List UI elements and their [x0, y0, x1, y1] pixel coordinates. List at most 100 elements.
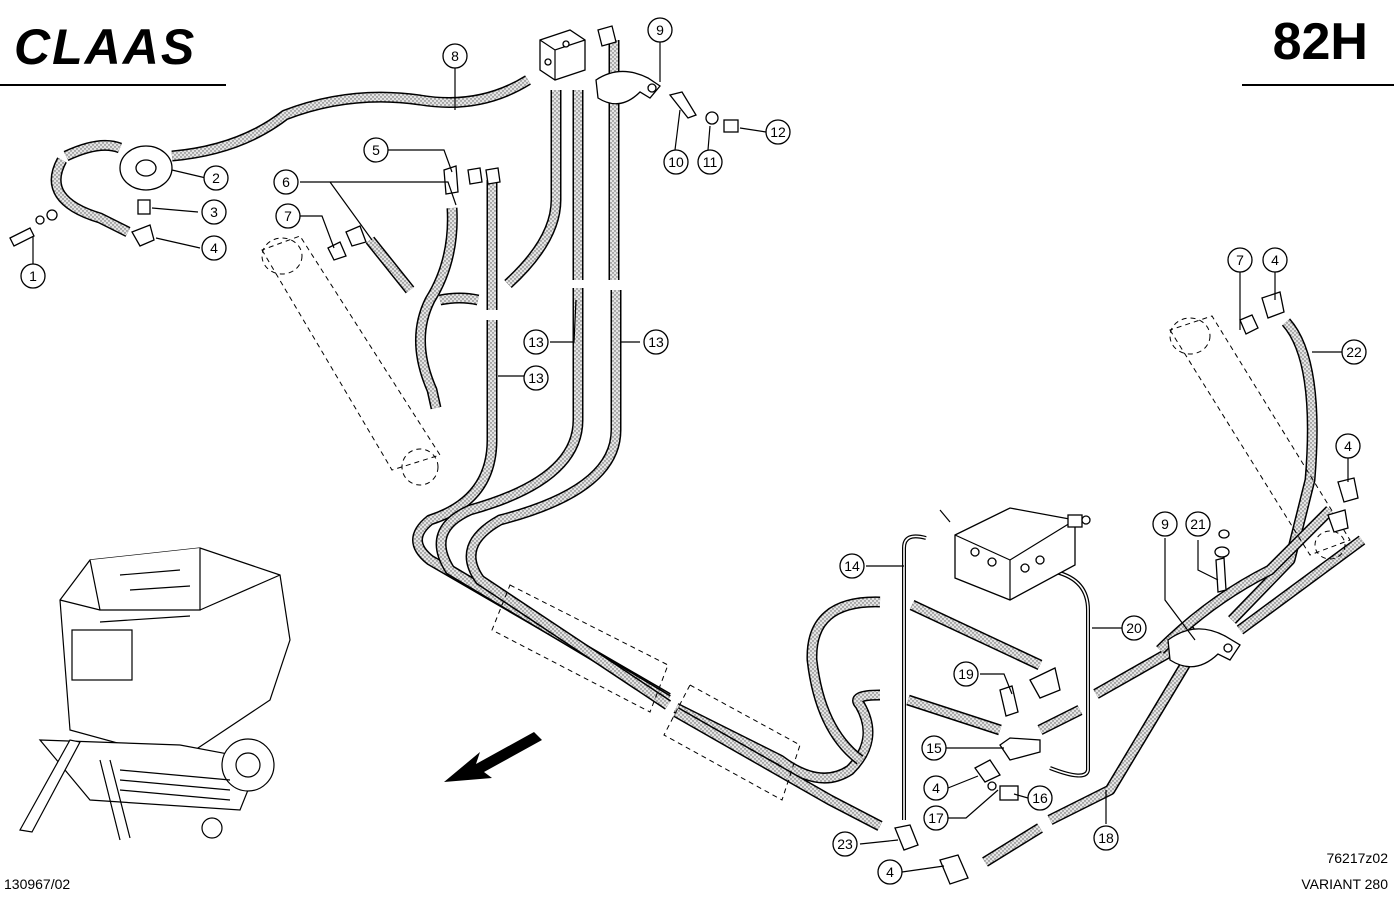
callout-number: 11 [703, 154, 718, 170]
callout-number: 3 [210, 204, 218, 220]
callout-circle [1093, 825, 1119, 851]
callout-number: 10 [668, 154, 684, 170]
hydraulic-hose [505, 90, 560, 287]
callout-circle [765, 119, 791, 145]
callout-4: 4 [923, 775, 949, 801]
callout-number: 12 [770, 124, 786, 140]
callout-circle [1262, 247, 1288, 273]
callout-10: 10 [663, 149, 689, 175]
callout-number: 9 [1161, 516, 1169, 532]
hydraulic-hose [416, 207, 457, 409]
callout-4: 4 [1262, 247, 1288, 273]
callout-circle [442, 43, 468, 69]
callout-4: 4 [201, 235, 227, 261]
hose-group [50, 40, 1366, 867]
callout-number: 7 [1236, 252, 1244, 268]
hydraulic-hose [1229, 319, 1317, 623]
flange-ring [119, 145, 173, 191]
phantom-cylinder-left [261, 235, 441, 486]
callout-circle [1341, 339, 1367, 365]
hydraulic-hose [1038, 706, 1082, 734]
callout-number: 4 [1271, 252, 1279, 268]
callout-9: 9 [647, 17, 673, 43]
callout-6: 6 [273, 169, 299, 195]
callout-17: 17 [923, 805, 949, 831]
callout-number: 7 [284, 208, 292, 224]
hydraulic-hose [906, 696, 1002, 734]
callout-circle [697, 149, 723, 175]
callout-circle [1027, 785, 1053, 811]
callout-number: 8 [451, 48, 459, 64]
phantom-cylinder-right [1169, 315, 1351, 560]
callout-22: 22 [1341, 339, 1367, 365]
hydraulic-hose [467, 290, 671, 709]
callout-number: 22 [1346, 344, 1362, 360]
callout-number: 4 [210, 240, 218, 256]
callout-11: 11 [697, 149, 723, 175]
callout-number: 16 [1032, 790, 1048, 806]
callout-circle [923, 775, 949, 801]
callout-circle [203, 165, 229, 191]
callout-number: 21 [1190, 516, 1206, 532]
callout-16: 16 [1027, 785, 1053, 811]
claas-logo: CLAAS [14, 19, 197, 75]
hydraulic-hose [910, 601, 1042, 669]
callout-number: 13 [648, 334, 664, 350]
phantom-hose-guide [491, 584, 801, 801]
rigid-pipe [1049, 571, 1089, 777]
callout-number: 9 [656, 22, 664, 38]
hydraulic-hose [439, 294, 479, 304]
hydraulic-hose [1094, 648, 1172, 698]
callout-number: 5 [372, 142, 380, 158]
callout-circle [275, 203, 301, 229]
control-valve-block [939, 507, 1091, 601]
callout-13: 13 [523, 365, 549, 391]
drawing-number: 76217z02 [1326, 850, 1388, 866]
callout-circle [839, 553, 865, 579]
rigid-pipe [902, 534, 927, 820]
callout-circle [1152, 511, 1178, 537]
callout-circle [921, 735, 947, 761]
hydraulic-hose [171, 76, 531, 160]
callout-20: 20 [1121, 615, 1147, 641]
small-hardware [9, 25, 1359, 885]
callout-circle [523, 365, 549, 391]
callout-circle [363, 137, 389, 163]
callout-5: 5 [363, 137, 389, 163]
hydraulic-hose [674, 691, 881, 782]
callout-7: 7 [275, 203, 301, 229]
callout-2: 2 [203, 165, 229, 191]
callout-circle [1185, 511, 1211, 537]
callout-number: 17 [928, 810, 944, 826]
callout-number: 4 [886, 864, 894, 880]
callout-circle [273, 169, 299, 195]
callout-number: 4 [1344, 438, 1352, 454]
callout-number: 4 [932, 780, 940, 796]
hydraulic-hose [366, 237, 414, 293]
callout-circle [201, 199, 227, 225]
hose-clamp-top [595, 70, 661, 105]
small-valve-block [539, 29, 586, 81]
callout-18: 18 [1093, 825, 1119, 851]
hydraulic-hose [52, 158, 130, 236]
callout-13: 13 [523, 329, 549, 355]
callout-circle [1121, 615, 1147, 641]
header-rule-right [1242, 84, 1394, 86]
hydraulic-hose [413, 320, 671, 702]
callout-9: 9 [1152, 511, 1178, 537]
callout-8: 8 [442, 43, 468, 69]
callout-15: 15 [921, 735, 947, 761]
callout-circle [923, 805, 949, 831]
callout-circle [647, 17, 673, 43]
callout-number: 19 [958, 666, 974, 682]
variant-label: VARIANT 280 [1301, 876, 1388, 892]
hydraulic-hose [1237, 536, 1365, 634]
callout-circle [877, 859, 903, 885]
callout-number: 14 [844, 558, 860, 574]
callout-number: 2 [212, 170, 220, 186]
callout-4: 4 [1335, 433, 1361, 459]
callout-circle [953, 661, 979, 687]
hydraulic-hose [807, 597, 881, 764]
callout-number: 15 [926, 740, 942, 756]
